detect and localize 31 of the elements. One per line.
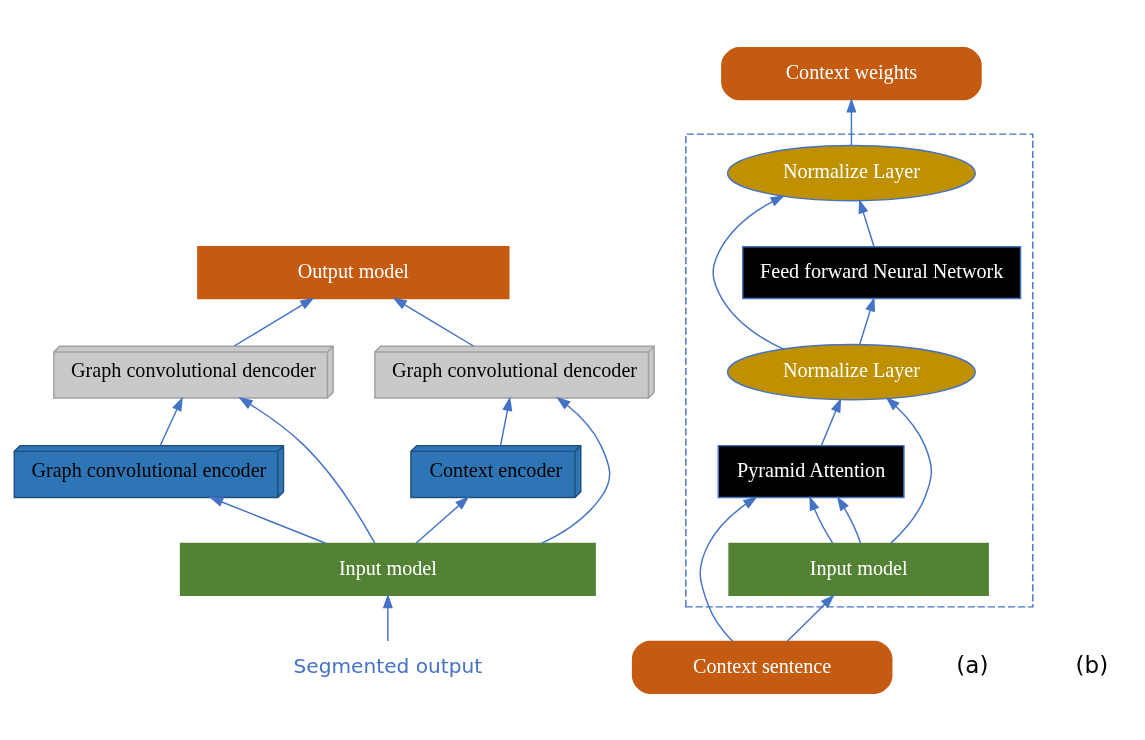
arrow (159, 396, 183, 446)
arrow (392, 297, 475, 347)
arrow (786, 593, 835, 642)
arrow (699, 496, 758, 642)
node-text: Segmented output (293, 653, 483, 678)
arrow (858, 198, 875, 247)
arrow (809, 495, 834, 544)
arrow (846, 97, 857, 146)
arrow (858, 296, 875, 345)
arrow (820, 397, 842, 446)
arrow (415, 495, 470, 544)
arrow (540, 396, 611, 544)
node-box: Output model (197, 245, 510, 299)
label: (b) (1075, 651, 1109, 678)
node-box: Pyramid Attention (717, 444, 905, 498)
arrow (208, 496, 327, 544)
node-box: Input model (728, 542, 989, 596)
arrow (885, 396, 933, 544)
node-box: Input model (179, 542, 596, 596)
node-box: Feed forward Neural Network (742, 245, 1022, 299)
label: (a) (956, 651, 989, 678)
node-ellipse: Normalize Layer (726, 144, 976, 201)
arrow (238, 396, 376, 544)
arrow (233, 297, 315, 347)
node-box: Context sentence (631, 640, 893, 694)
arrow (382, 593, 393, 642)
arrow (499, 396, 513, 446)
arrow (712, 194, 785, 350)
node-ellipse: Normalize Layer (726, 343, 976, 400)
node-box: Context weights (721, 46, 982, 100)
arrow (837, 495, 862, 544)
